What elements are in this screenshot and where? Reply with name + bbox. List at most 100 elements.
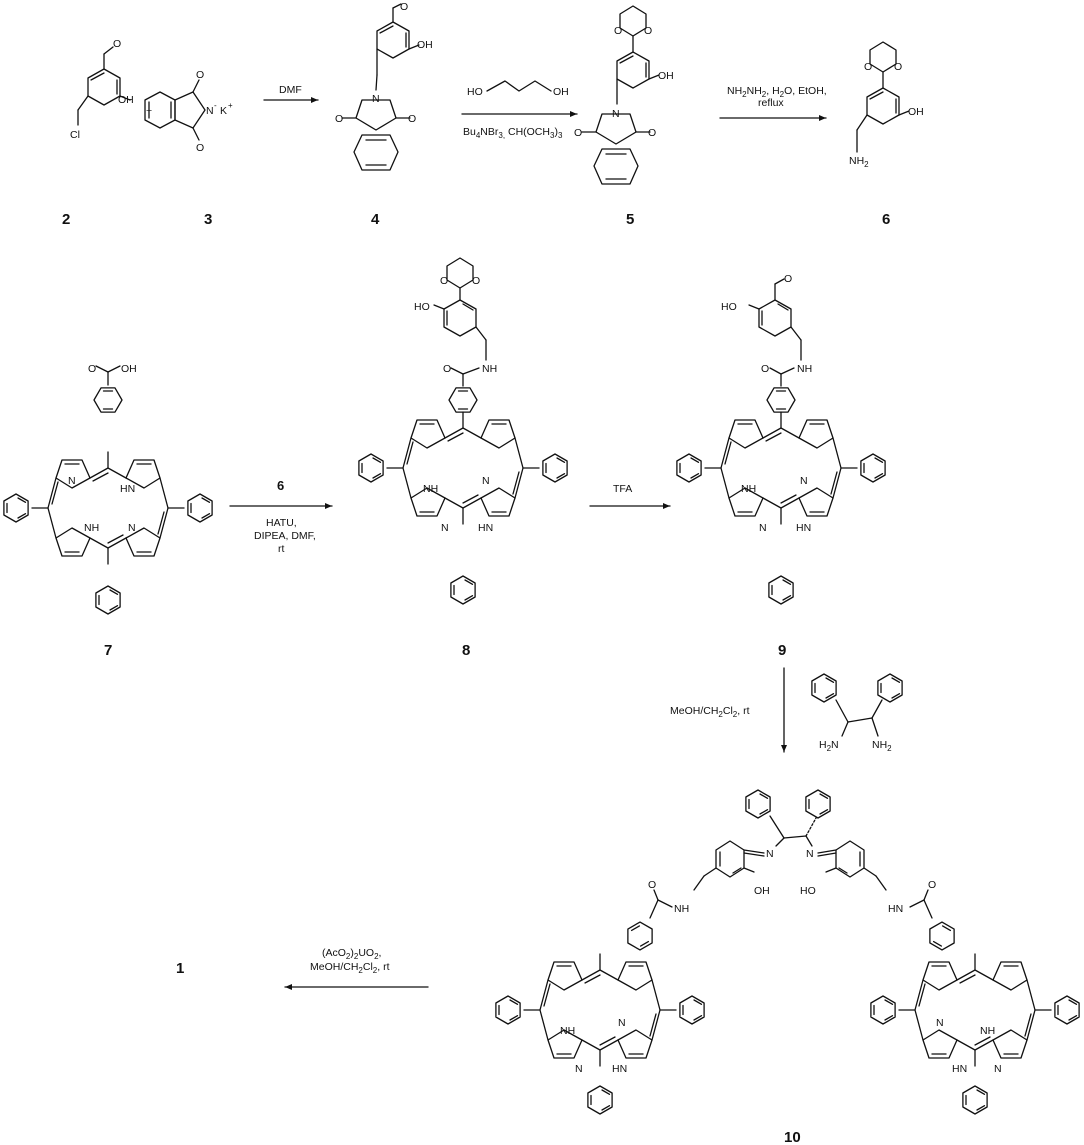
compound-5-label: 5 — [626, 211, 634, 228]
cmp6-amine: NH2 — [849, 155, 869, 169]
cmp8-amide-o: O — [443, 363, 451, 375]
condition-rt: rt — [278, 543, 284, 555]
compound-9-label: 9 — [778, 642, 786, 659]
condition-hydrazinolysis-1: NH2NH2, H2O, EtOH, — [727, 85, 827, 99]
compound-7-label: 7 — [104, 642, 112, 659]
condition-dipea-dmf: DIPEA, DMF, — [254, 530, 316, 542]
compound-8-label: 8 — [462, 642, 470, 659]
imide-oxygen-top: O — [196, 69, 204, 81]
compound-7-structure: O OH N HN NH N — [3, 363, 213, 615]
propanediol-skeleton — [486, 80, 552, 92]
cmp10-amide-nh-left: NH — [674, 903, 689, 915]
cmp9-hn-1: HN — [796, 522, 811, 534]
charge-minus: - — [214, 101, 217, 110]
condition-hatu: HATU, — [266, 517, 297, 529]
charge-plus: + — [228, 101, 233, 110]
cmp9-amide-nh: NH — [797, 363, 812, 375]
condition-acetalization: Bu4NBr3, CH(OCH3)3 — [463, 126, 563, 140]
imide-oxygen-bottom: O — [196, 142, 204, 154]
compound-10-label: 10 — [784, 1129, 801, 1145]
cmp8-hydroxyl: HO — [414, 301, 430, 313]
cmp4-nitrogen: N — [372, 93, 380, 105]
cmp5-dioxane-o1: O — [614, 25, 622, 37]
condition-uranyl-1: (AcO2)2UO2, — [322, 947, 381, 961]
condition-hydrazinolysis-2: reflux — [758, 97, 784, 109]
cmp9-n-2: N — [759, 522, 767, 534]
compound-6-label: 6 — [882, 211, 890, 228]
cmp8-n-1: N — [482, 475, 490, 487]
cmp8-n-2: N — [441, 522, 449, 534]
cmp5-hydroxyl: OH — [658, 70, 674, 82]
cmp7-acid-oh: OH — [121, 363, 137, 375]
compound-8-structure: O O HO NH O NH N N HN — [358, 257, 568, 605]
cmp10-left-nh-1: NH — [560, 1025, 575, 1037]
cmp9-hydroxyl: HO — [721, 301, 737, 313]
cmp10-hydroxyl-left: OH — [754, 885, 770, 897]
condition-reagent-6: 6 — [277, 478, 284, 493]
cmp7-n-1: N — [68, 475, 76, 487]
cmp8-amide-nh: NH — [482, 363, 497, 375]
cmp10-amide-nh-right: HN — [888, 903, 903, 915]
cmp8-dioxane-o1: O — [440, 275, 448, 287]
cmp7-carbonyl-o: O — [88, 363, 96, 375]
cmp10-imine-n-right: N — [806, 848, 814, 860]
cmp6-dioxane-o1: O — [864, 61, 872, 73]
imide-nitrogen: N — [206, 105, 214, 117]
cmp8-nh-1: NH — [423, 483, 438, 495]
condition-tfa: TFA — [613, 483, 632, 495]
cmp5-nitrogen: N — [612, 108, 620, 120]
cmp10-left-n-1: N — [618, 1017, 626, 1029]
cmp10-right-hn-1: HN — [952, 1063, 967, 1075]
cmp10-right-n-1: N — [936, 1017, 944, 1029]
aldehyde-oxygen-label: O — [113, 38, 121, 50]
cmp10-hydroxyl-right: HO — [800, 885, 816, 897]
cmp10-amide-o-left: O — [648, 879, 656, 891]
cmp8-dioxane-o2: O — [472, 275, 480, 287]
cmp7-hn-1: HN — [120, 483, 135, 495]
cmp4-oxygen-left: O — [335, 113, 343, 125]
diphenylethylenediamine: H2N NH2 — [811, 673, 903, 753]
compound-2-structure: O OH Cl — [70, 38, 134, 141]
potassium-label: K — [220, 105, 227, 117]
cmp8-hn-1: HN — [478, 522, 493, 534]
cmp10-left-hn-1: HN — [612, 1063, 627, 1075]
cmp10-right-n-2: N — [994, 1063, 1002, 1075]
condition-dmf: DMF — [279, 84, 302, 96]
cmp5-oxygen-left: O — [574, 127, 582, 139]
cmp7-nh-1: NH — [84, 522, 99, 534]
cmp10-right-nh-1: NH — [980, 1025, 995, 1037]
cmp6-dioxane-o2: O — [894, 61, 902, 73]
chloride-label: Cl — [70, 129, 80, 141]
diol-oh: OH — [553, 86, 569, 98]
compound-4-label: 4 — [371, 211, 380, 228]
cmp10-imine-n-left: N — [766, 848, 774, 860]
compound-10-structure: N N OH NH O HO HN O — [495, 789, 1080, 1115]
compound-3-structure: O O N - K + — [144, 69, 233, 154]
cmp7-n-2: N — [128, 522, 136, 534]
diamine-h2n: H2N — [819, 739, 839, 753]
cmp9-nh-1: NH — [741, 483, 756, 495]
compound-2-label: 2 — [62, 211, 70, 228]
cmp9-aldehyde-o: O — [784, 273, 792, 285]
cmp4-oxygen-right: O — [408, 113, 416, 125]
cmp9-n-1: N — [800, 475, 808, 487]
cmp5-dioxane-o2: O — [644, 25, 652, 37]
diol-ho: HO — [467, 86, 483, 98]
diamine-nh2: NH2 — [872, 739, 892, 753]
condition-imine-formation: MeOH/CH2Cl2, rt — [670, 705, 750, 719]
cmp9-amide-o: O — [761, 363, 769, 375]
compound-9-structure: O HO NH O NH N N HN — [676, 273, 886, 605]
compound-1-label: 1 — [176, 960, 184, 977]
cmp5-oxygen-right: O — [648, 127, 656, 139]
cmp4-hydroxyl: OH — [417, 39, 433, 51]
cmp10-amide-o-right: O — [928, 879, 936, 891]
compound-5-structure: O O OH N O O — [574, 5, 674, 185]
cmp6-hydroxyl: OH — [908, 106, 924, 118]
cmp10-left-n-2: N — [575, 1063, 583, 1075]
condition-uranyl-2: MeOH/CH2Cl2, rt — [310, 961, 390, 975]
compound-3-label: 3 — [204, 211, 212, 228]
compound-6-structure: O O OH NH2 — [849, 41, 924, 169]
hydroxyl-label: OH — [118, 94, 134, 106]
compound-4-structure: O OH N O O — [335, 1, 433, 171]
